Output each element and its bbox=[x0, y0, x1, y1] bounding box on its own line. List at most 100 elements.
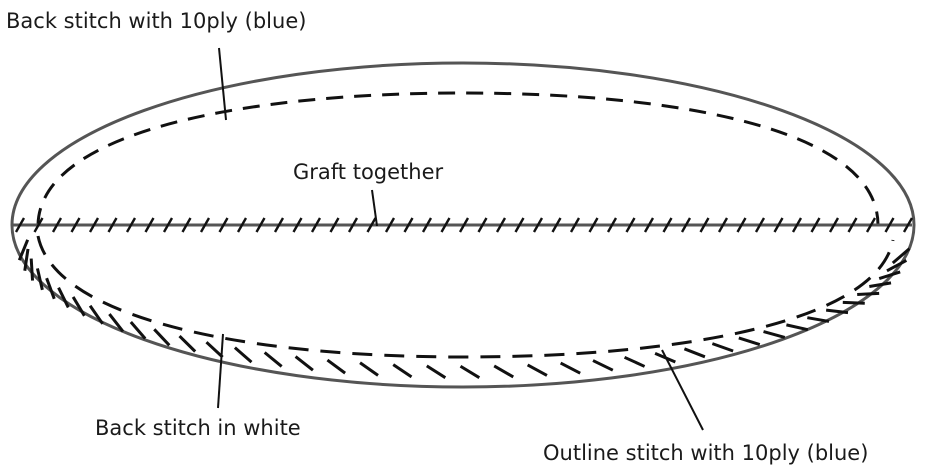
outline-stitch bbox=[425, 364, 447, 379]
graft-stitch bbox=[33, 217, 44, 233]
outline-stitch bbox=[842, 300, 865, 305]
graft-stitch bbox=[273, 217, 285, 233]
graft-stitch bbox=[292, 217, 303, 233]
graft-stitch bbox=[329, 217, 340, 233]
graft-stitch bbox=[865, 217, 877, 233]
graft-stitch bbox=[51, 217, 63, 233]
graft-stitch bbox=[569, 217, 581, 233]
outline-stitch bbox=[878, 270, 901, 281]
graft-stitch bbox=[828, 217, 840, 233]
leader-graft-together bbox=[371, 189, 378, 227]
outline-stitch bbox=[35, 268, 44, 291]
graft-stitch bbox=[643, 217, 655, 233]
outline-stitch bbox=[17, 239, 30, 261]
graft-stitch bbox=[218, 217, 229, 233]
label-outline-stitch-blue: Outline stitch with 10ply (blue) bbox=[543, 441, 868, 465]
outline-stitch bbox=[711, 342, 734, 353]
outline-stitch bbox=[359, 361, 379, 377]
graft-stitch bbox=[551, 217, 562, 233]
graft-stitch bbox=[107, 217, 118, 233]
graft-stitch bbox=[458, 217, 470, 233]
graft-stitch bbox=[736, 217, 747, 233]
outline-stitch bbox=[71, 296, 86, 317]
outline-stitch bbox=[807, 316, 830, 323]
outline-stitch bbox=[233, 346, 253, 364]
graft-stitch bbox=[347, 217, 359, 233]
graft-stitch bbox=[810, 217, 821, 233]
outline-stitch bbox=[825, 308, 849, 315]
outline-stitch bbox=[493, 364, 514, 379]
graft-stitch bbox=[495, 217, 507, 233]
outline-stitch bbox=[738, 336, 761, 346]
graft-stitch bbox=[236, 217, 248, 233]
outline-stitch bbox=[763, 330, 786, 339]
outline-stitch bbox=[326, 358, 347, 375]
graft-stitch bbox=[88, 217, 100, 233]
back-stitch-white-line bbox=[36, 235, 895, 359]
graft-stitch bbox=[181, 217, 192, 233]
graft-stitch bbox=[255, 217, 266, 233]
outline-stitch bbox=[57, 287, 70, 309]
outline-stitch bbox=[153, 328, 171, 347]
outline-stitch bbox=[526, 363, 548, 377]
leader-back-stitch-white bbox=[217, 333, 224, 409]
outline-stitch bbox=[263, 351, 283, 368]
outline-stitch bbox=[592, 359, 614, 372]
graft-stitch-group bbox=[14, 217, 914, 233]
outline-stitch bbox=[88, 304, 104, 325]
outline-stitch bbox=[623, 355, 646, 368]
outline-stitch bbox=[129, 320, 147, 340]
graft-stitch bbox=[847, 217, 858, 233]
leader-back-stitch-blue bbox=[218, 47, 227, 121]
leader-outline-stitch-blue bbox=[661, 349, 704, 431]
graft-stitch bbox=[421, 217, 433, 233]
outline-stitch bbox=[178, 334, 197, 353]
graft-stitch bbox=[403, 217, 414, 233]
label-back-stitch-white: Back stitch in white bbox=[95, 416, 301, 440]
graft-stitch bbox=[791, 217, 803, 233]
graft-stitch bbox=[662, 217, 673, 233]
outline-stitch-group bbox=[17, 239, 911, 379]
outline-stitch bbox=[23, 248, 30, 271]
label-graft-together: Graft together bbox=[293, 160, 444, 184]
graft-stitch bbox=[514, 217, 525, 233]
graft-stitch bbox=[162, 217, 174, 233]
graft-stitch bbox=[125, 217, 137, 233]
graft-stitch bbox=[884, 217, 895, 233]
graft-stitch bbox=[699, 217, 710, 233]
outline-stitch bbox=[857, 291, 880, 296]
graft-stitch bbox=[773, 217, 784, 233]
outline-stitch bbox=[108, 313, 125, 333]
graft-stitch bbox=[532, 217, 544, 233]
graft-stitch bbox=[680, 217, 692, 233]
outline-stitch bbox=[891, 247, 911, 265]
outline-stitch bbox=[392, 363, 413, 379]
graft-stitch bbox=[310, 217, 322, 233]
graft-stitch bbox=[366, 217, 377, 233]
graft-stitch bbox=[902, 217, 914, 233]
graft-stitch bbox=[384, 217, 396, 233]
graft-stitch bbox=[199, 217, 211, 233]
outline-stitch bbox=[459, 364, 481, 379]
graft-stitch bbox=[754, 217, 766, 233]
graft-stitch bbox=[588, 217, 599, 233]
outline-stitch bbox=[869, 281, 892, 288]
outline-stitch bbox=[294, 355, 314, 372]
outline-stitch bbox=[45, 277, 56, 300]
graft-stitch bbox=[14, 217, 26, 233]
outline-stitch bbox=[559, 361, 581, 375]
graft-stitch bbox=[606, 217, 618, 233]
graft-stitch bbox=[440, 217, 451, 233]
outline-stitch bbox=[786, 323, 809, 332]
graft-stitch bbox=[625, 217, 636, 233]
outline-stitch bbox=[683, 347, 706, 359]
graft-stitch bbox=[717, 217, 729, 233]
graft-stitch bbox=[144, 217, 155, 233]
graft-stitch bbox=[70, 217, 81, 233]
back-stitch-blue-line bbox=[36, 91, 880, 226]
outline-stitch bbox=[205, 341, 224, 359]
graft-stitch bbox=[477, 217, 488, 233]
label-back-stitch-blue: Back stitch with 10ply (blue) bbox=[6, 9, 306, 33]
outline-stitch bbox=[886, 259, 908, 273]
